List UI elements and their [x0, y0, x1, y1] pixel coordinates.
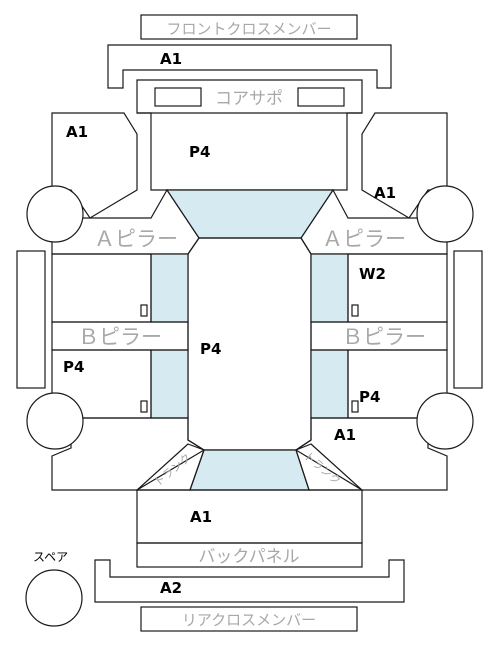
core-support-label: コアサポ: [215, 89, 283, 109]
code-front-left-fender: A1: [66, 123, 88, 141]
front-cross-member-label: フロントクロスメンバー: [166, 20, 331, 38]
code-right-rear-fender: A1: [334, 426, 356, 444]
back-panel[interactable]: [136, 542, 363, 568]
core-support-right-lamp: [297, 87, 345, 107]
left-front-door-handle: [140, 304, 148, 317]
code-left-rear-door: P4: [63, 358, 84, 376]
a-pillar-left-label: Ａピラー: [94, 227, 178, 251]
b-pillar-left-label: Ｂピラー: [78, 325, 162, 349]
code-right-front-door: W2: [359, 265, 386, 283]
left-rear-window[interactable]: [150, 349, 189, 419]
trunk-right-label: トランク: [301, 449, 343, 487]
code-front-member: A1: [160, 50, 182, 68]
left-side-skirt[interactable]: [16, 250, 46, 389]
wheel-rear-left[interactable]: [26, 392, 84, 450]
rear-member-bracket[interactable]: [94, 559, 405, 603]
trunk-left-label: トランク: [152, 451, 194, 489]
code-front-right-fender: A1: [374, 184, 396, 202]
front-cross-member-box[interactable]: [140, 14, 358, 40]
spare-label: スペア: [33, 550, 68, 564]
b-pillar-right-label: Ｂピラー: [342, 325, 426, 349]
right-rear-door-handle: [351, 400, 359, 413]
code-hood: P4: [189, 143, 210, 161]
right-rear-window[interactable]: [310, 349, 349, 419]
wheel-front-left[interactable]: [26, 185, 84, 243]
core-support-left-lamp: [154, 87, 202, 107]
wheel-front-right[interactable]: [416, 185, 474, 243]
left-front-window[interactable]: [150, 253, 189, 323]
front-member-bracket[interactable]: [107, 44, 392, 89]
right-side-skirt[interactable]: [453, 250, 483, 389]
left-front-door[interactable]: [51, 253, 152, 323]
back-panel-label: バックパネル: [198, 547, 299, 567]
left-rear-door-handle: [140, 400, 148, 413]
a-pillar-right-label: Ａピラー: [322, 227, 406, 251]
code-right-rear-door: P4: [359, 388, 380, 406]
wheel-rear-right[interactable]: [416, 392, 474, 450]
spare-tire[interactable]: [25, 569, 83, 627]
right-front-window[interactable]: [310, 253, 349, 323]
code-roof: P4: [200, 340, 221, 358]
right-front-door-handle: [351, 304, 359, 317]
code-trunk-lid: A1: [190, 508, 212, 526]
trunk-left-corner: [135, 443, 205, 491]
rear-window[interactable]: [189, 449, 310, 491]
rear-cross-member-box[interactable]: [140, 606, 358, 632]
code-rear-member: A2: [160, 579, 182, 597]
b-pillar-left[interactable]: [51, 321, 189, 351]
b-pillar-right[interactable]: [310, 321, 448, 351]
trunk-lid[interactable]: [136, 489, 363, 544]
rear-cross-member-label: リアクロスメンバー: [182, 611, 316, 629]
windshield[interactable]: [165, 189, 335, 239]
trunk-right-corner: [295, 443, 364, 491]
